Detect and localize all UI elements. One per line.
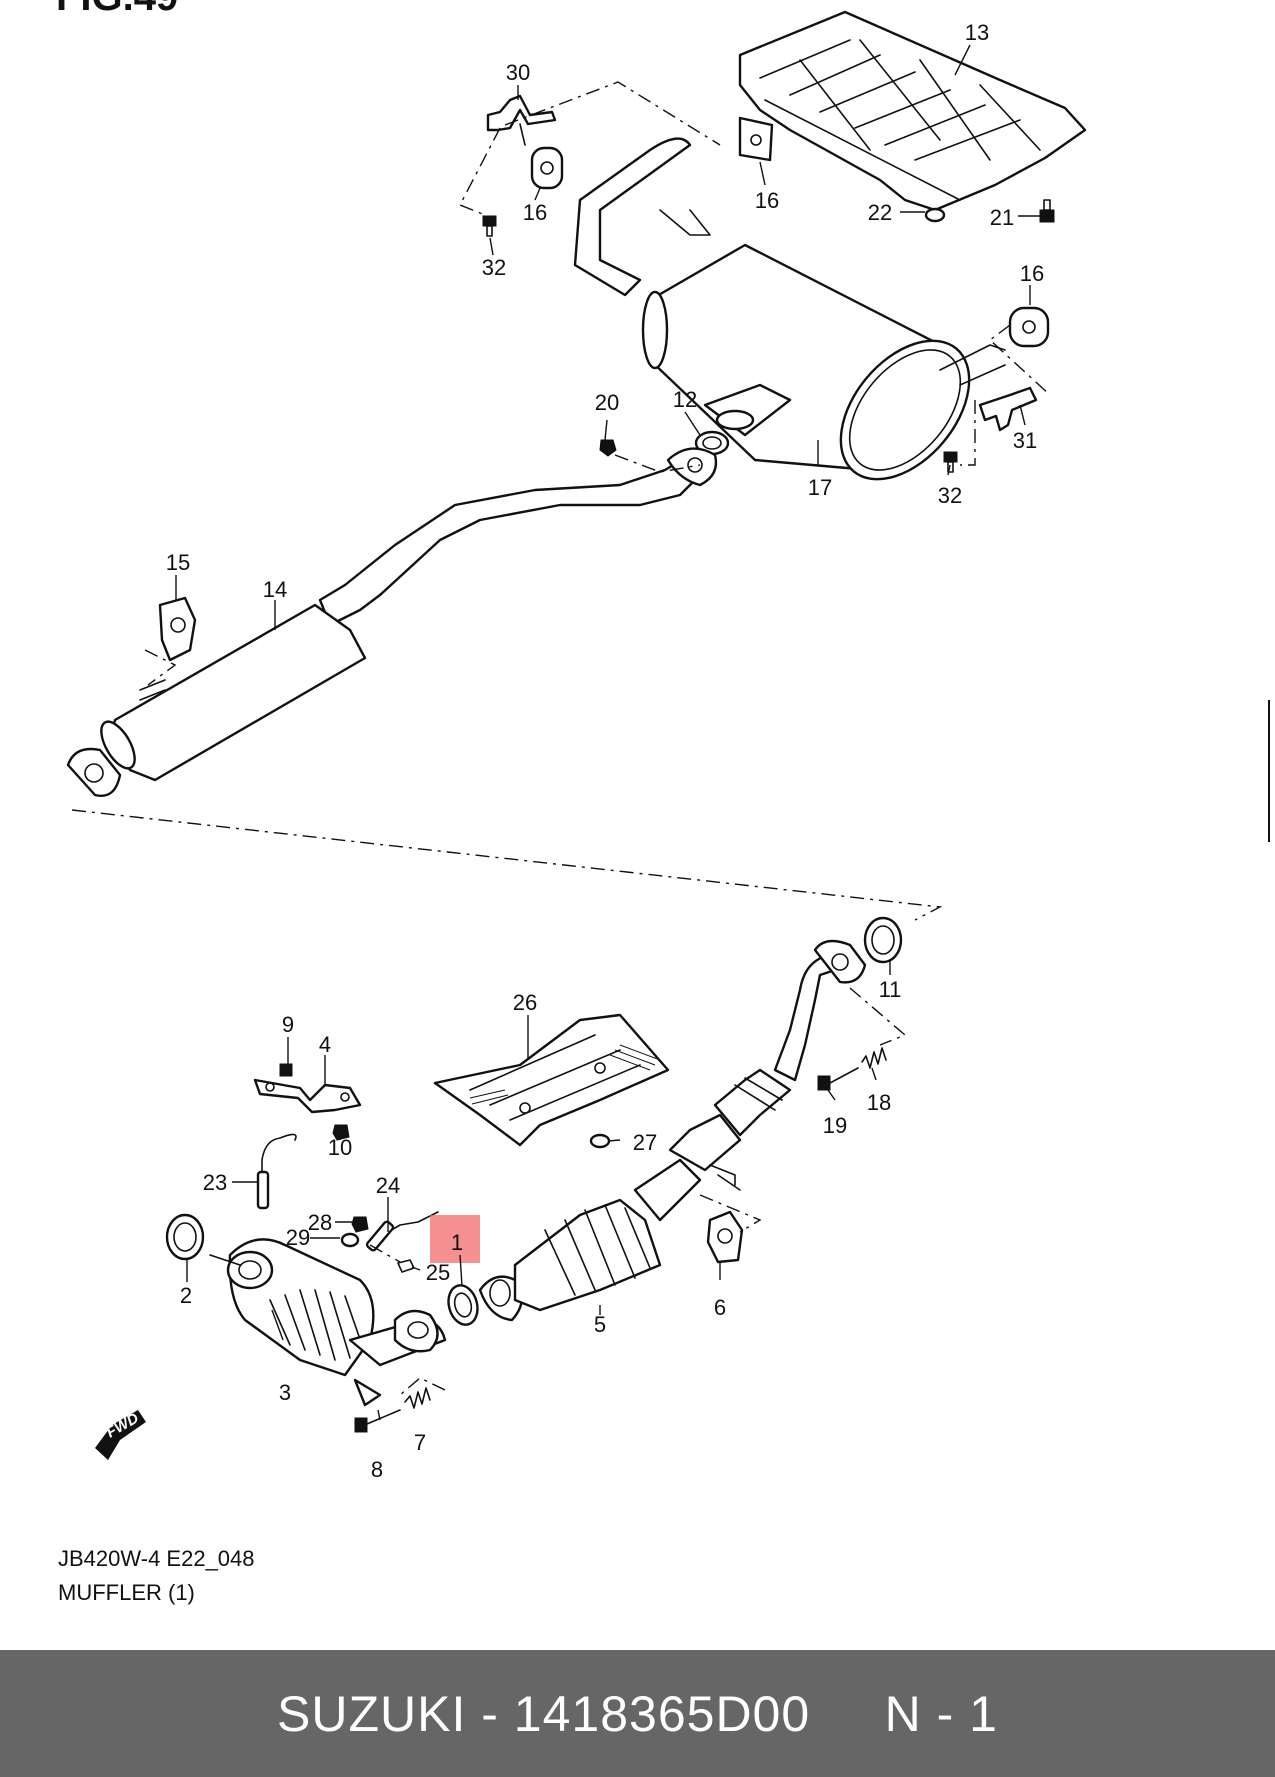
forward-arrow-icon: FWD	[95, 1410, 146, 1460]
front-pipe-flange	[348, 1309, 447, 1367]
callout-27: 27	[633, 1130, 657, 1155]
assembly-line-upper-4	[988, 324, 1051, 396]
bolt-8	[354, 1409, 401, 1433]
bolt-32-upper	[482, 215, 497, 237]
callout-23: 23	[203, 1170, 227, 1195]
nut-22	[924, 207, 946, 223]
callout-15: 15	[166, 550, 190, 575]
callout-9: 9	[282, 1012, 294, 1037]
nut-27	[589, 1133, 611, 1149]
callout-13: 13	[965, 20, 989, 45]
callout-16-right: 16	[1020, 261, 1044, 286]
callout-7: 7	[414, 1430, 426, 1455]
bolt-32-right	[943, 451, 958, 473]
callout-3: 3	[279, 1380, 291, 1405]
bracket-4	[253, 1078, 362, 1114]
callout-22: 22	[868, 200, 892, 225]
callout-31: 31	[1013, 428, 1037, 453]
catalog-group: MUFFLER (1)	[58, 1580, 195, 1605]
callout-32-right: 32	[938, 483, 962, 508]
callout-16-mid: 16	[755, 188, 779, 213]
bolt-19	[817, 1067, 859, 1091]
callout-16-left: 16	[523, 200, 547, 225]
page-edge-mark	[1268, 700, 1275, 842]
assembly-line-upper-2	[459, 127, 501, 216]
heat-shield-rear	[738, 10, 1087, 212]
rubber-mount-6	[706, 1210, 744, 1264]
catalytic-converter-rear	[478, 939, 867, 1322]
catalog-code: JB420W-4 E22_048	[58, 1546, 255, 1571]
exhaust-parts-diagram: FIG.49	[56, 0, 1087, 1482]
assembly-line-lower-4	[369, 1244, 401, 1263]
gasket-11	[863, 916, 903, 964]
center-pipe-resonator	[66, 447, 718, 797]
oxygen-sensor-24	[365, 1211, 439, 1252]
gasket-12	[694, 430, 730, 456]
main-muffler	[573, 137, 1006, 481]
highlight-part-1	[430, 1215, 480, 1263]
callout-26: 26	[513, 990, 537, 1015]
callout-32-upper: 32	[482, 255, 506, 280]
callout-1: 1	[451, 1230, 463, 1255]
gasket-2	[165, 1213, 205, 1261]
hanger-bracket-rear	[978, 386, 1038, 432]
catalog-reference: JB420W-4 E22_048 MUFFLER (1)	[58, 1542, 255, 1610]
callout-8: 8	[371, 1457, 383, 1482]
rubber-mount-upper-left	[530, 146, 564, 190]
callout-2: 2	[180, 1283, 192, 1308]
callout-21: 21	[990, 205, 1014, 230]
clip-25	[397, 1259, 415, 1273]
callout-14: 14	[263, 577, 287, 602]
callout-29: 29	[286, 1225, 310, 1250]
spring-7	[404, 1387, 431, 1409]
callout-18: 18	[867, 1090, 891, 1115]
oxygen-sensor-23	[256, 1133, 297, 1210]
figure-title: FIG.49	[56, 0, 178, 19]
callout-25: 25	[426, 1260, 450, 1285]
callout-28: 28	[308, 1210, 332, 1235]
nut-10	[332, 1124, 350, 1141]
callout-24: 24	[376, 1173, 400, 1198]
gasket-1	[447, 1284, 479, 1326]
callout-20: 20	[595, 390, 619, 415]
assembly-line-upper-5	[960, 400, 976, 466]
rubber-mount-upper-mid	[738, 116, 774, 162]
hanger-bracket-upper	[486, 94, 557, 146]
rubber-mount-right	[1008, 306, 1050, 348]
callout-6: 6	[714, 1295, 726, 1320]
heat-shield-front	[433, 1013, 670, 1147]
footer-bar: SUZUKI - 1418365D00 N - 1	[0, 1650, 1275, 1777]
callout-17: 17	[808, 475, 832, 500]
callout-4: 4	[319, 1032, 331, 1057]
callout-19: 19	[823, 1113, 847, 1138]
assembly-line-lower-3	[399, 1377, 446, 1396]
assembly-line-lower-1	[849, 987, 907, 1046]
washer-29	[340, 1232, 360, 1248]
bolt-9	[279, 1063, 293, 1077]
assembly-line-upper-1	[504, 81, 721, 146]
spring-18	[861, 1047, 887, 1069]
callout-12: 12	[673, 387, 697, 412]
assembly-line-connector	[71, 809, 943, 921]
rubber-mount-15	[158, 596, 197, 662]
nut-28	[351, 1216, 369, 1233]
assembly-line-upper-6	[144, 649, 177, 686]
callout-30: 30	[506, 60, 530, 85]
callout-5: 5	[594, 1312, 606, 1337]
footer-part-label: SUZUKI - 1418365D00 N - 1	[277, 1685, 998, 1742]
nut-20	[599, 439, 617, 457]
assembly-line-lower-2	[699, 1194, 762, 1233]
callout-11: 11	[879, 977, 902, 1002]
bolt-21	[1039, 199, 1055, 223]
callout-10: 10	[328, 1135, 352, 1160]
leader-lines	[175, 44, 1040, 1421]
catalytic-converter-front	[209, 1238, 382, 1407]
callout-labels: 1 2 3 4 5 6 7 8 9 10 11 12 13 14 15 16 1…	[166, 20, 1044, 1482]
